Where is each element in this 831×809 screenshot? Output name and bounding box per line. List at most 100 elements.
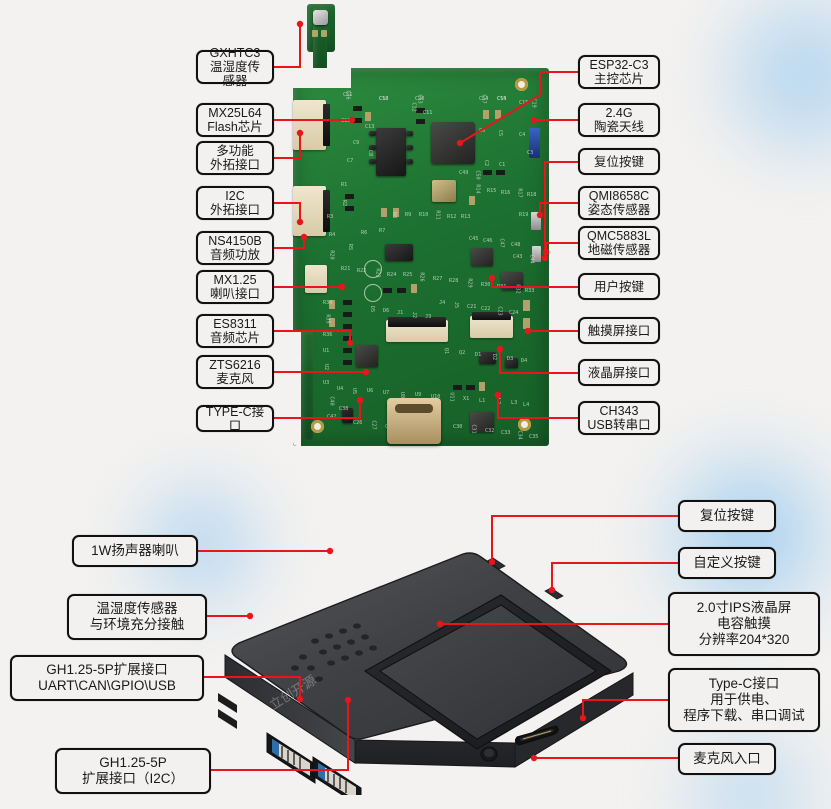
resistor xyxy=(453,385,462,390)
usb-c-port[interactable] xyxy=(514,725,559,746)
label-gxhtc3[interactable]: GXHTC3 温湿度传感器 xyxy=(196,46,274,88)
silkscreen-designator: L4 xyxy=(523,402,530,408)
label-speaker[interactable]: 1W扬声器喇叭 xyxy=(72,535,198,567)
label-ns4150b-text: NS4150B 音频功放 xyxy=(208,234,262,262)
label-qmc5883l[interactable]: QMC5883L 地磁传感器 xyxy=(578,226,660,260)
label-mx25l64[interactable]: MX25L64 Flash芯片 xyxy=(196,103,274,137)
label-type-c-device-text: Type-C接口 用于供电、 程序下载、串口调试 xyxy=(683,676,805,723)
silkscreen-designator: R2 xyxy=(341,199,348,207)
speaker-connector xyxy=(305,265,327,293)
resistor xyxy=(397,288,406,293)
label-lcd-port[interactable]: 液晶屏接口 xyxy=(578,359,660,386)
silkscreen-designator: C38 xyxy=(339,406,349,412)
label-zts6216[interactable]: ZTS6216 麦克风 xyxy=(196,355,274,389)
label-esp32c3[interactable]: ESP32-C3 主控芯片 xyxy=(578,55,660,89)
label-ns4150b[interactable]: NS4150B 音频功放 xyxy=(196,231,274,265)
silkscreen-designator: D5 xyxy=(369,305,376,313)
label-i2c-port[interactable]: I2C 外拓接口 xyxy=(196,186,274,220)
touch-fpc-latch xyxy=(472,312,511,320)
silkscreen-designator: C10 xyxy=(379,96,389,102)
label-microphone-inlet[interactable]: 麦克风入口 xyxy=(678,743,776,775)
resistor xyxy=(343,360,352,365)
silkscreen-designator: C45 xyxy=(469,236,479,242)
label-custom-button[interactable]: 自定义按键 xyxy=(678,547,776,579)
sensor-vents xyxy=(218,693,237,729)
chip-pin xyxy=(406,159,413,164)
multifunction-connector xyxy=(293,100,326,150)
silkscreen-designator: C12 xyxy=(410,102,417,112)
resistor xyxy=(416,119,425,124)
silkscreen-designator: C44 xyxy=(528,254,535,264)
silkscreen-designator: C31 xyxy=(470,424,477,434)
silkscreen-designator: U10 xyxy=(431,394,441,400)
label-antenna[interactable]: 2.4G 陶瓷天线 xyxy=(578,103,660,137)
silkscreen-designator: C2 xyxy=(483,159,490,167)
silkscreen-designator: C22 xyxy=(481,306,491,312)
silkscreen-designator: C53 xyxy=(416,94,423,104)
label-reset-button[interactable]: 复位按键 xyxy=(578,148,660,175)
label-reset-button-device[interactable]: 复位按键 xyxy=(678,500,776,532)
silkscreen-designator: R36 xyxy=(323,332,333,338)
resistor xyxy=(416,108,425,113)
silkscreen-designator: R25 xyxy=(403,272,413,278)
resistor xyxy=(343,312,352,317)
label-touch-port[interactable]: 触摸屏接口 xyxy=(578,317,660,344)
lcd-screen[interactable] xyxy=(379,604,597,740)
silkscreen-designator: J5 xyxy=(453,301,460,309)
resistor xyxy=(483,170,492,175)
chip-pin xyxy=(369,131,376,136)
label-reset-button-text: 复位按键 xyxy=(593,154,644,169)
label-mx125-speaker-port[interactable]: MX1.25 喇叭接口 xyxy=(196,270,274,304)
label-qmi8658c[interactable]: QMI8658C 姿态传感器 xyxy=(578,186,660,220)
label-temp-humidity-sensor[interactable]: 温湿度传感器 与环境充分接触 xyxy=(67,594,207,640)
label-type-c-device[interactable]: Type-C接口 用于供电、 程序下载、串口调试 xyxy=(668,668,820,732)
silkscreen-designator: R7 xyxy=(379,228,386,234)
label-type-c-port-text: TYPE-C接口 xyxy=(205,404,265,433)
label-ips-lcd[interactable]: 2.0寸IPS液晶屏 电容触摸 分辨率204*320 xyxy=(668,592,820,656)
label-gh125-i2c[interactable]: GH1.25-5P 扩展接口（I2C） xyxy=(55,748,211,794)
label-ch343[interactable]: CH343 USB转串口 xyxy=(578,401,660,435)
capacitor xyxy=(365,112,371,121)
silkscreen-designator: R6 xyxy=(361,230,368,236)
silkscreen-designator: R29 xyxy=(466,278,473,288)
pcb-notch xyxy=(293,68,351,88)
silkscreen-designator: L3 xyxy=(511,400,518,406)
silkscreen-designator: R24 xyxy=(387,272,397,278)
silkscreen-designator: L1 xyxy=(479,398,486,404)
resistor xyxy=(343,324,352,329)
silkscreen-designator: C40 xyxy=(328,396,335,406)
label-gh125-uart-can-gpio-usb[interactable]: GH1.25-5P扩展接口 UART\CAN\GPIO\USB xyxy=(10,655,204,701)
device-right-edge xyxy=(514,672,634,768)
silkscreen-designator: C19 xyxy=(530,98,537,108)
silkscreen-designator: C7 xyxy=(347,158,354,164)
silkscreen-designator: R1 xyxy=(341,182,348,188)
silkscreen-designator: C11 xyxy=(423,110,433,116)
silkscreen-designator: C3 xyxy=(527,150,534,156)
silkscreen-designator: C52 xyxy=(379,96,389,102)
label-es8311-text: ES8311 音频芯片 xyxy=(209,317,260,345)
silkscreen-designator: R11 xyxy=(434,210,441,220)
ch343-usb-uart-chip xyxy=(470,412,494,432)
silkscreen-designator: R3 xyxy=(327,214,334,220)
silkscreen-designator: C48 xyxy=(511,242,521,248)
silkscreen-designator: C9 xyxy=(353,140,360,146)
silkscreen-designator: R17 xyxy=(516,188,523,198)
silkscreen-designator: R4 xyxy=(329,232,336,238)
capacitor xyxy=(495,110,501,119)
label-user-button-text: 用户按键 xyxy=(593,279,644,294)
reset-button xyxy=(531,212,541,230)
resistor xyxy=(343,348,352,353)
silkscreen-designator: R20 xyxy=(328,250,335,260)
silkscreen-designator: D4 xyxy=(521,358,528,364)
label-es8311[interactable]: ES8311 音频芯片 xyxy=(196,314,274,348)
silkscreen-designator: D3 xyxy=(507,356,514,362)
label-type-c-port[interactable]: TYPE-C接口 xyxy=(196,404,274,433)
label-mx25l64-text: MX25L64 Flash芯片 xyxy=(207,106,263,134)
label-multifunction-port-text: 多功能 外拓接口 xyxy=(209,144,260,172)
label-multifunction-port[interactable]: 多功能 外拓接口 xyxy=(196,141,274,175)
resistor xyxy=(466,385,475,390)
pcb-notch xyxy=(293,330,301,446)
label-user-button[interactable]: 用户按键 xyxy=(578,273,660,300)
label-mx125-speaker-port-text: MX1.25 喇叭接口 xyxy=(209,273,260,301)
es8311-audio-chip xyxy=(356,345,378,367)
